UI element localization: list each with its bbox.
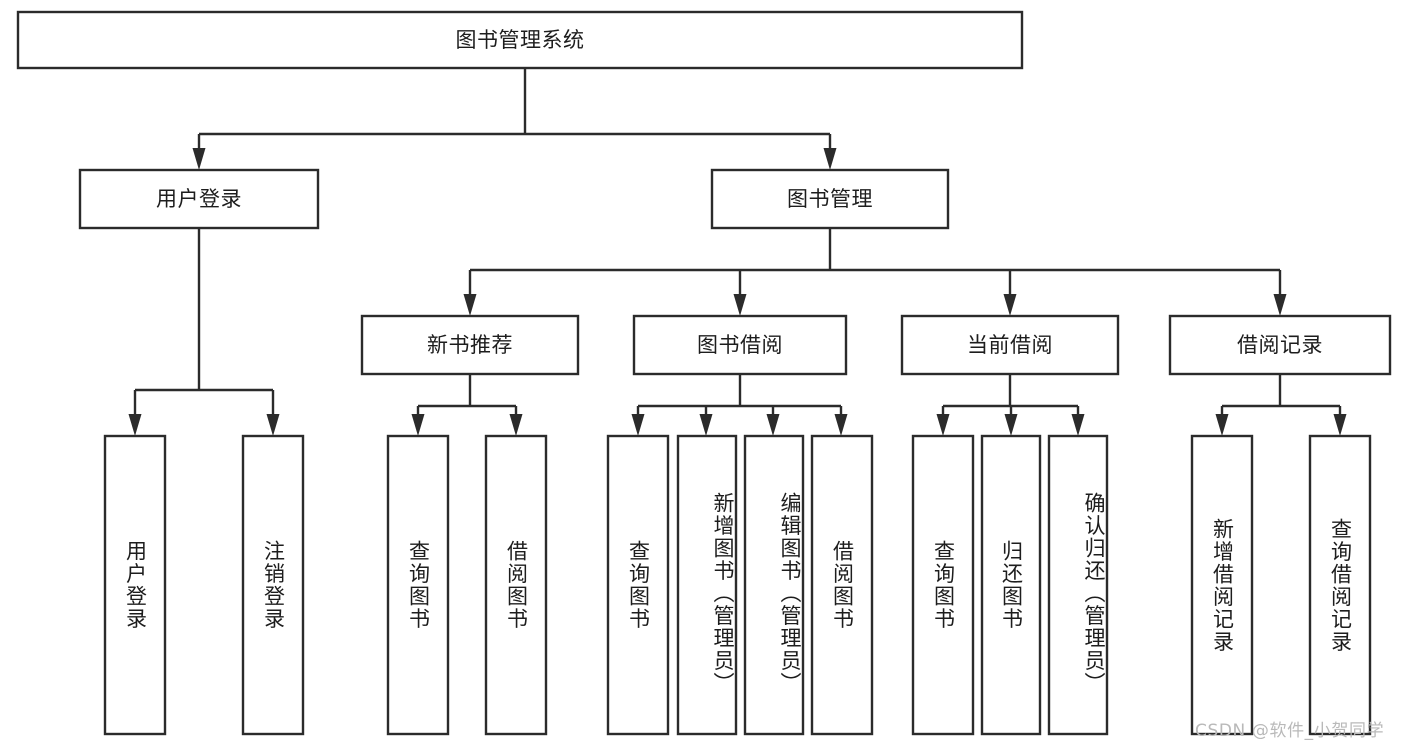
arrow-icon-n_new_books bbox=[463, 294, 477, 316]
node-box-l_borrow_book_2 bbox=[810, 434, 874, 736]
arrow-icon-l_query_book_3 bbox=[936, 414, 950, 436]
arrow-icon-l_query_record bbox=[1333, 414, 1347, 436]
node-label-n_book_mgmt: 图书管理 bbox=[787, 186, 873, 211]
node-box-l_user_login bbox=[103, 434, 167, 736]
node-box-l_query_record bbox=[1308, 434, 1372, 736]
node-label-l_add_book: 新增图书（管理员） bbox=[711, 491, 735, 695]
node-label-root: 图书管理系统 bbox=[455, 27, 585, 52]
node-label-l_borrow_book_2: 借阅图书 bbox=[830, 540, 855, 630]
node-box-n_borrow bbox=[632, 314, 848, 376]
node-box-n_user_login bbox=[78, 168, 320, 230]
node-label-l_borrow_book_1: 借阅图书 bbox=[504, 540, 529, 630]
arrow-icon-n_user_login bbox=[192, 148, 206, 170]
node-label-n_user_login: 用户登录 bbox=[156, 186, 242, 211]
node-label-n_borrow: 图书借阅 bbox=[697, 332, 783, 357]
node-box-l_query_book_1 bbox=[386, 434, 450, 736]
node-box-root bbox=[16, 10, 1024, 70]
arrow-icon-l_user_login bbox=[128, 414, 142, 436]
arrow-icon-l_edit_book bbox=[766, 414, 780, 436]
arrow-icon-n_borrow bbox=[733, 294, 747, 316]
node-label-l_return_book: 归还图书 bbox=[999, 540, 1024, 630]
node-box-l_edit_book bbox=[743, 434, 805, 736]
node-box-n_new_books bbox=[360, 314, 580, 376]
node-box-l_add_record bbox=[1190, 434, 1254, 736]
node-box-l_query_book_3 bbox=[911, 434, 975, 736]
arrow-icon-n_book_mgmt bbox=[823, 148, 837, 170]
node-box-l_query_book_2 bbox=[606, 434, 670, 736]
node-label-l_user_login: 用户登录 bbox=[123, 540, 148, 630]
arrow-icon-l_query_book_2 bbox=[631, 414, 645, 436]
node-box-n_records bbox=[1168, 314, 1392, 376]
arrow-icon-n_records bbox=[1273, 294, 1287, 316]
node-label-n_new_books: 新书推荐 bbox=[427, 332, 513, 357]
node-label-l_add_record: 新增借阅记录 bbox=[1210, 517, 1235, 653]
node-label-l_query_book_3: 查询图书 bbox=[931, 540, 956, 630]
connectors-layer bbox=[128, 68, 1347, 436]
node-label-n_current: 当前借阅 bbox=[967, 332, 1053, 357]
node-label-l_query_record: 查询借阅记录 bbox=[1328, 517, 1353, 653]
node-label-l_edit_book: 编辑图书（管理员） bbox=[778, 491, 802, 695]
arrow-icon-n_current bbox=[1003, 294, 1017, 316]
node-boxes-layer bbox=[16, 10, 1392, 736]
arrow-icon-l_return_book bbox=[1004, 414, 1018, 436]
arrow-icon-l_add_book bbox=[699, 414, 713, 436]
node-box-l_logout bbox=[241, 434, 305, 736]
node-label-l_query_book_2: 查询图书 bbox=[626, 540, 651, 630]
node-label-n_records: 借阅记录 bbox=[1237, 332, 1323, 357]
node-label-l_logout: 注销登录 bbox=[261, 540, 286, 630]
arrow-icon-l_borrow_book_2 bbox=[834, 414, 848, 436]
node-box-l_add_book bbox=[676, 434, 738, 736]
node-box-l_confirm_return bbox=[1047, 434, 1109, 736]
node-box-l_borrow_book_1 bbox=[484, 434, 548, 736]
arrow-icon-l_confirm_return bbox=[1071, 414, 1085, 436]
node-box-l_return_book bbox=[980, 434, 1042, 736]
node-box-n_current bbox=[900, 314, 1120, 376]
arrow-icon-l_logout bbox=[266, 414, 280, 436]
node-box-n_book_mgmt bbox=[710, 168, 950, 230]
node-label-l_query_book_1: 查询图书 bbox=[406, 540, 431, 630]
arrow-icon-l_query_book_1 bbox=[411, 414, 425, 436]
arrow-icon-l_borrow_book_1 bbox=[509, 414, 523, 436]
arrow-icon-l_add_record bbox=[1215, 414, 1229, 436]
node-label-l_confirm_return: 确认归还（管理员） bbox=[1082, 491, 1106, 695]
